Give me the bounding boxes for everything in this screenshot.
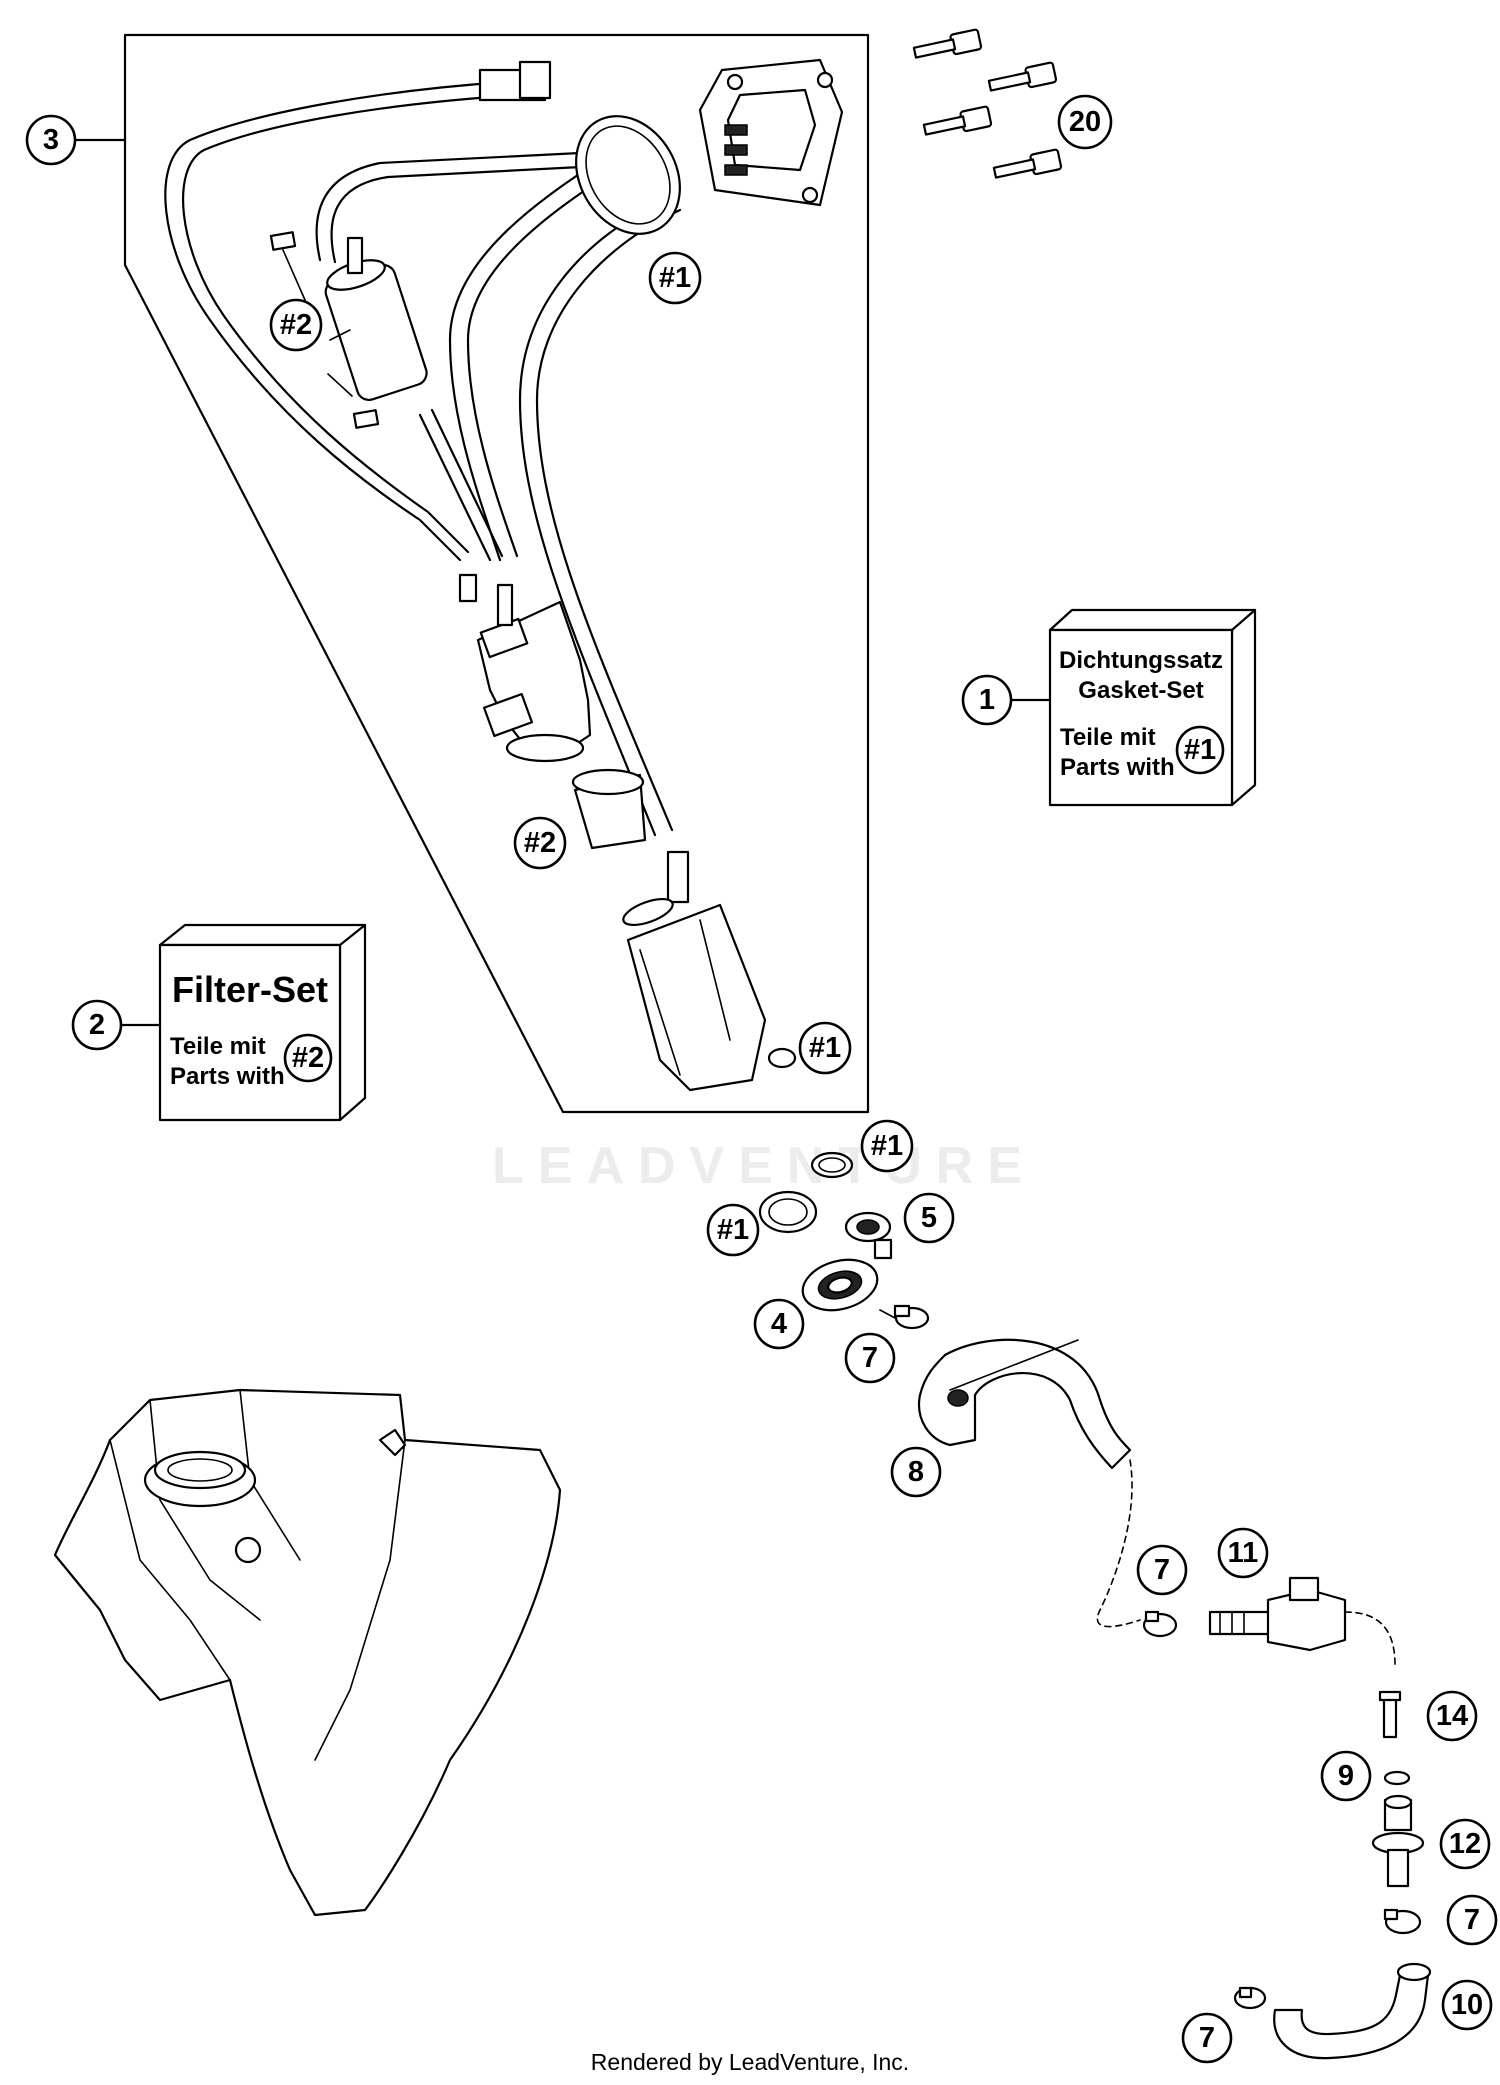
gasket-set-box (1048, 608, 1257, 807)
callout-3: 3 (25, 114, 77, 166)
flange-bolts (912, 28, 1063, 179)
fuel-hoses (315, 150, 682, 837)
pump-flange (698, 58, 844, 207)
part-14-pin (1378, 1690, 1402, 1739)
svg-text:8: 8 (908, 1456, 924, 1488)
rendered-by-footer: Rendered by LeadVenture, Inc. (591, 2049, 909, 2075)
svg-text:9: 9 (1338, 1760, 1354, 1792)
gasket-set-ref: #1 (1175, 725, 1225, 775)
callout-ring-left-ref: #1 (706, 1203, 760, 1257)
callout-11: 11 (1217, 1527, 1269, 1579)
callout-12: 12 (1439, 1818, 1491, 1870)
hose-clamp-mid (1142, 1610, 1178, 1638)
inline-fuel-filter (269, 231, 428, 429)
assembly-3-frame (123, 33, 870, 1114)
svg-text:7: 7 (1464, 1904, 1480, 1936)
part-10-hose (1273, 1962, 1432, 2060)
svg-text:7: 7 (862, 1342, 878, 1374)
svg-text:4: 4 (771, 1308, 787, 1340)
callout-4: 4 (753, 1298, 805, 1350)
svg-text:11: 11 (1228, 1537, 1259, 1569)
callout-seal-ref: #1 (648, 251, 702, 305)
part-5-grommet (844, 1211, 893, 1260)
callout-7-lower: 7 (1446, 1894, 1498, 1946)
callout-10: 10 (1441, 1979, 1493, 2031)
part-11-quick-connector (1208, 1576, 1347, 1652)
svg-text:7: 7 (1199, 2022, 1215, 2054)
hose-clamp-bottom (1233, 1986, 1267, 2010)
callout-5: 5 (903, 1192, 955, 1244)
part-12-fitting (1371, 1794, 1425, 1888)
callout-9: 9 (1320, 1750, 1372, 1802)
svg-text:12: 12 (1449, 1828, 1481, 1860)
callout-filter-ref: #2 (269, 298, 323, 352)
callout-8: 8 (890, 1446, 942, 1498)
gasket-set-parts: Parts with (1060, 754, 1175, 781)
o-ring-large (758, 1190, 818, 1234)
filter-set-teile: Teile mit (170, 1033, 266, 1060)
callout-7-bottom: 7 (1181, 2012, 1233, 2064)
gasket-set-title-de: Dichtungssatz (1059, 647, 1223, 674)
svg-text:#1: #1 (717, 1214, 749, 1246)
callout-2: 2 (71, 999, 123, 1051)
svg-text:5: 5 (921, 1202, 937, 1234)
svg-text:14: 14 (1436, 1700, 1468, 1732)
gasket-set-title-en: Gasket-Set (1078, 677, 1203, 704)
callout-20: 20 (1057, 94, 1113, 150)
flange-seal-ring (575, 115, 681, 235)
svg-text:2: 2 (89, 1009, 105, 1041)
svg-text:#2: #2 (280, 309, 312, 341)
svg-text:10: 10 (1451, 1989, 1483, 2021)
svg-text:#1: #1 (871, 1130, 903, 1162)
part-9-o-ring (1383, 1770, 1411, 1786)
svg-text:1: 1 (979, 684, 995, 716)
svg-text:#1: #1 (809, 1032, 841, 1064)
filter-sleeve (571, 768, 647, 850)
svg-text:20: 20 (1069, 106, 1101, 138)
part-8-fuel-hose (917, 1338, 1132, 1470)
svg-text:#1: #1 (659, 262, 691, 294)
callout-pump-ref: #1 (798, 1021, 852, 1075)
fuel-pump-body (458, 573, 592, 763)
svg-text:#2: #2 (292, 1042, 324, 1074)
filter-set-title: Filter-Set (172, 969, 328, 1010)
svg-text:7: 7 (1154, 1554, 1170, 1586)
filter-set-box (158, 923, 367, 1122)
part-4-flange-plate (801, 1258, 879, 1312)
callout-1: 1 (961, 674, 1013, 726)
callout-sleeve-ref: #2 (513, 816, 567, 870)
callout-ring-top-ref: #1 (860, 1119, 914, 1173)
gasket-set-teile: Teile mit (1060, 724, 1156, 751)
pump-cartridge (622, 850, 797, 1092)
callout-7-mid: 7 (1136, 1544, 1188, 1596)
watermark: LEADVENTURE (492, 1137, 1036, 1195)
svg-text:3: 3 (43, 124, 59, 156)
filter-set-parts: Parts with (170, 1063, 285, 1090)
filter-set-ref: #2 (283, 1033, 333, 1083)
hose-clamp-lower (1383, 1908, 1422, 1935)
o-ring-small (810, 1151, 854, 1179)
hose-clamp-top (893, 1304, 930, 1330)
svg-text:#2: #2 (524, 827, 556, 859)
callout-14: 14 (1426, 1690, 1478, 1742)
svg-text:#1: #1 (1184, 734, 1216, 766)
wiring-harness (164, 60, 552, 562)
callout-7-top: 7 (844, 1332, 896, 1384)
fuel-tank (53, 1388, 562, 1917)
